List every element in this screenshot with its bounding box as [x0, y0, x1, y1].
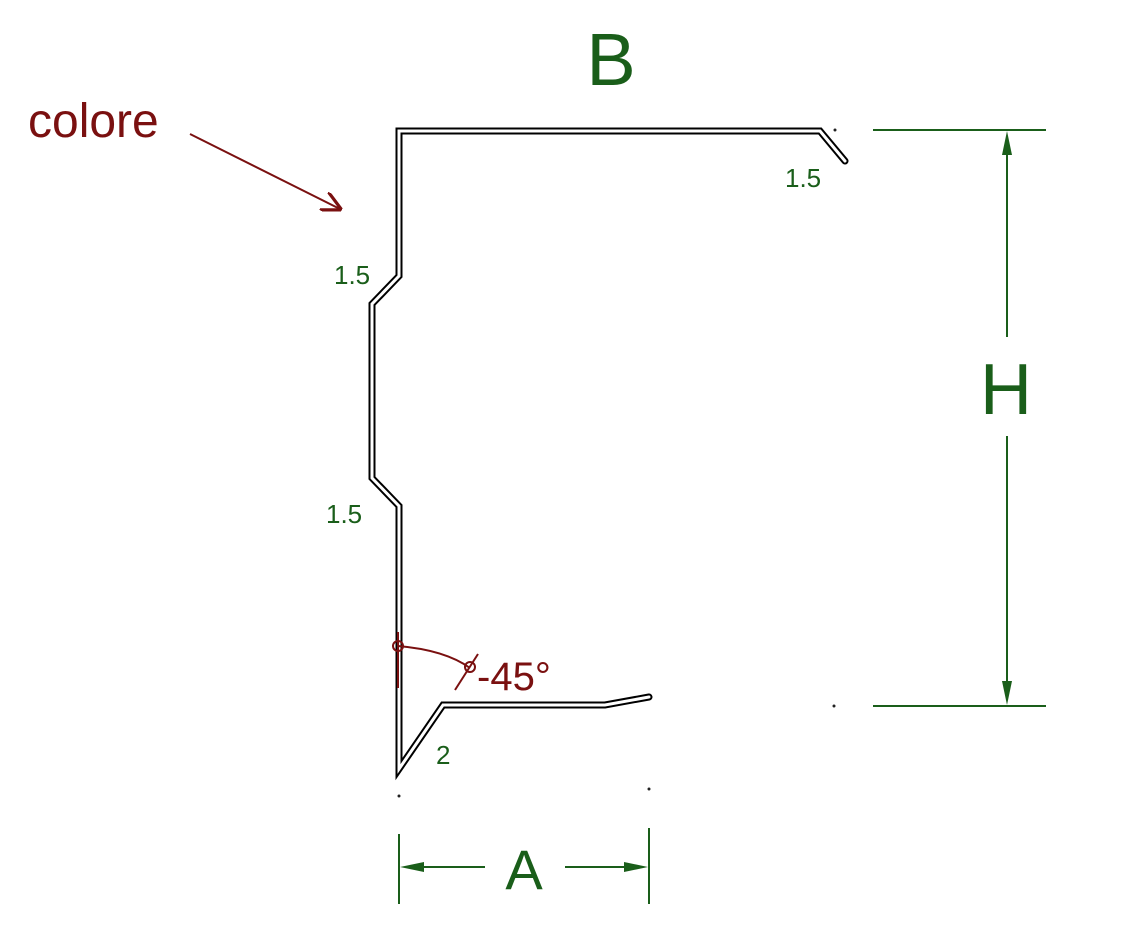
dimension-a [398, 828, 650, 904]
thickness-top-right-label: 1.5 [785, 163, 821, 193]
angle-label: -45° [477, 655, 551, 699]
dim-a-label: A [505, 838, 543, 901]
a-arrow-left [400, 862, 424, 872]
angle-point-top [392, 640, 404, 652]
dim-b-label: B [586, 18, 635, 101]
a-arrow-right [624, 862, 648, 872]
angle-tick [454, 653, 479, 691]
dim-h-label: H [980, 350, 1032, 430]
colore-label: colore [28, 95, 159, 148]
angle-point-end [464, 661, 476, 673]
h-arrow-top [1002, 131, 1012, 155]
thickness-left-lower-label: 1.5 [326, 499, 362, 529]
thickness-bottom-label: 2 [436, 740, 450, 770]
sheet-profile [368, 127, 849, 781]
angle-arc [397, 645, 471, 669]
colore-leader-arrow [189, 133, 340, 209]
dimension-h [873, 129, 1046, 707]
thickness-left-upper-label: 1.5 [334, 260, 370, 290]
angle-annotation [392, 632, 479, 691]
reference-dots [397, 128, 837, 798]
h-arrow-bottom [1002, 681, 1012, 705]
